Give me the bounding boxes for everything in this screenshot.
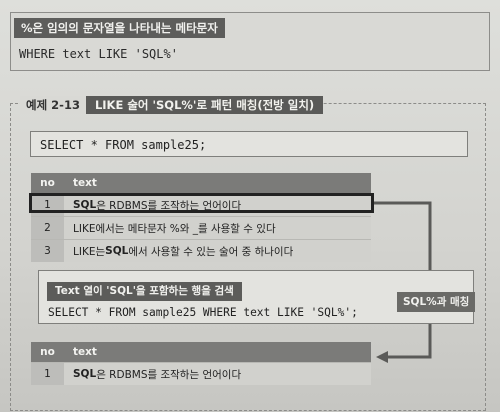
row-no: 3 — [31, 240, 64, 262]
match-label: SQL%과 매칭 — [397, 292, 476, 312]
row-text: LIKE에서는 메타문자 %와 _를 사용할 수 있다 — [64, 217, 371, 239]
table-header-row: no text — [31, 342, 371, 362]
match-highlight-box — [29, 193, 374, 213]
example-header: 예제 2-13 LIKE 술어 'SQL%'로 패턴 매칭(전방 일치) — [20, 96, 324, 114]
table-row: 2 LIKE에서는 메타문자 %와 _를 사용할 수 있다 — [31, 216, 371, 239]
note-title: %은 임의의 문자열을 나타내는 메타문자 — [14, 18, 225, 38]
header-text: text — [64, 173, 371, 193]
row-text-post: 에서 사용할 수 있는 술어 중 하나이다 — [128, 245, 294, 258]
row-text-bold: SQL — [73, 368, 97, 380]
table-header-row: no text — [31, 173, 371, 193]
header-no: no — [31, 173, 64, 193]
example-title: LIKE 술어 'SQL%'로 패턴 매칭(전방 일치) — [85, 96, 324, 114]
row-text-bold: SQL — [73, 199, 97, 211]
row-text-rest: 은 RDBMS를 조작하는 언어이다 — [96, 199, 242, 212]
row-no: 2 — [31, 217, 64, 239]
search-query: SELECT * FROM sample25 WHERE text LIKE '… — [48, 306, 358, 319]
header-text: text — [64, 342, 371, 362]
row-text-bold: SQL — [105, 245, 129, 257]
header-no: no — [31, 342, 64, 362]
note-code: WHERE text LIKE 'SQL%' — [19, 47, 178, 61]
row-no: 1 — [31, 363, 64, 385]
search-title: Text 열이 'SQL'을 포함하는 행을 검색 — [47, 282, 242, 301]
row-text-rest: 은 RDBMS를 조작하는 언어이다 — [96, 368, 242, 381]
select-query: SELECT * FROM sample25; — [30, 131, 468, 157]
example-number: 예제 2-13 — [20, 96, 86, 114]
row-text-pre: LIKE는 — [73, 245, 106, 258]
